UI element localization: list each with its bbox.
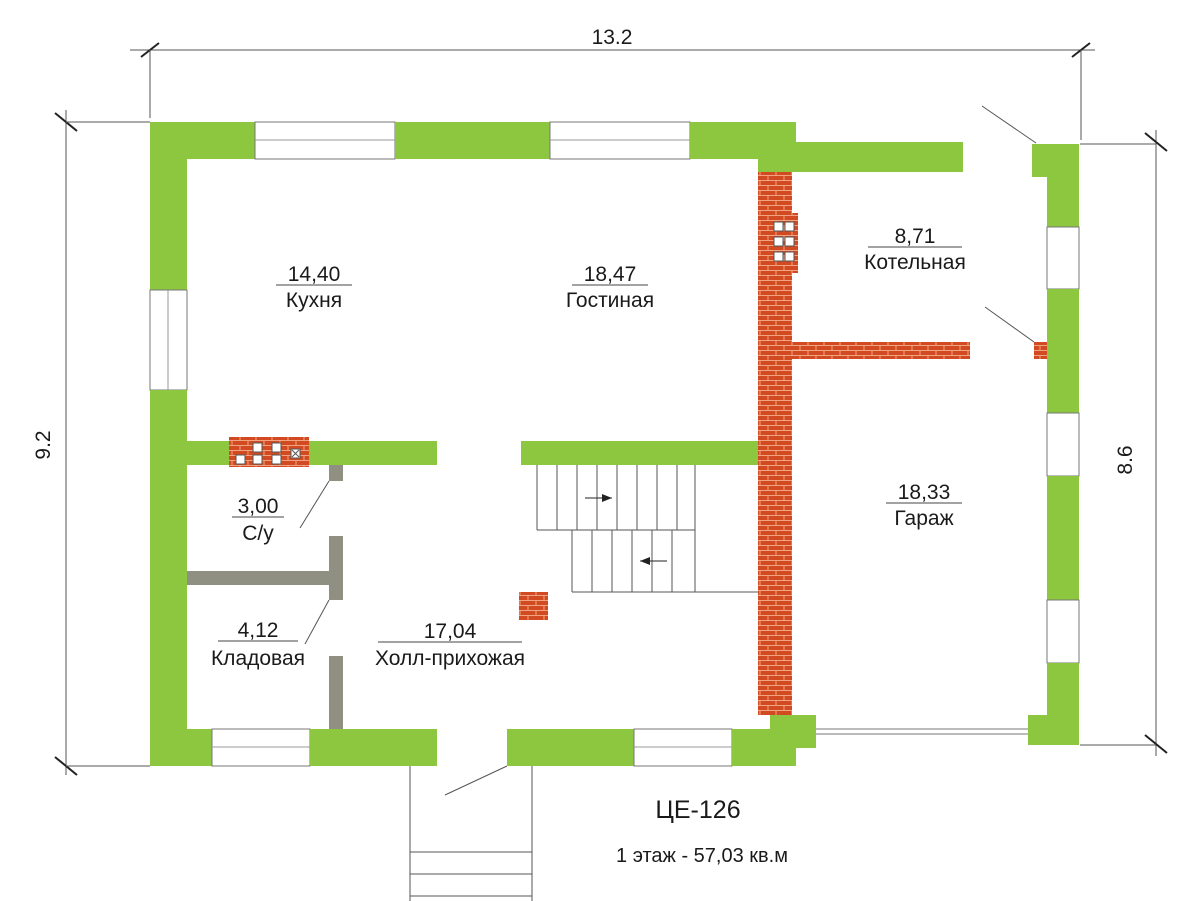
dimension-left: 9.2 (32, 110, 150, 776)
room-label-wc: 3,00 С/у (232, 495, 284, 545)
stair-arrow-left-icon (640, 557, 667, 565)
dimension-top: 13.2 (130, 26, 1095, 140)
garage-door (816, 728, 1028, 735)
wc-name: С/у (242, 522, 274, 545)
garage-area: 18,33 (898, 481, 951, 504)
room-label-boiler: 8,71 Котельная (864, 225, 966, 274)
dimension-right: 8.6 (1080, 130, 1168, 756)
room-label-garage: 18,33 Гараж (886, 481, 962, 530)
kitchen-stove-icon (235, 442, 301, 465)
storage-area: 4,12 (238, 619, 279, 642)
boiler-name: Котельная (864, 251, 966, 274)
living-area: 18,47 (584, 263, 637, 286)
partitions (187, 465, 343, 729)
wc-area: 3,00 (238, 495, 279, 518)
floor-area-caption: 1 этаж - 57,03 кв.м (616, 845, 788, 867)
room-label-hall: 17,04 Холл-прихожая (375, 620, 525, 670)
kitchen-area: 14,40 (288, 263, 341, 286)
room-label-living: 18,47 Гостиная (566, 263, 654, 312)
room-label-kitchen: 14,40 Кухня (276, 263, 352, 312)
hall-name: Холл-прихожая (375, 647, 525, 670)
staircase (536, 465, 758, 593)
boiler-stove-icon (773, 221, 795, 262)
garage-name: Гараж (894, 507, 953, 530)
door-lines (299, 105, 1037, 796)
exterior-walls (149, 121, 1080, 767)
hall-area: 17,04 (424, 620, 477, 643)
entrance-steps (409, 766, 533, 901)
storage-name: Кладовая (211, 647, 305, 670)
room-label-storage: 4,12 Кладовая (211, 619, 305, 670)
living-name: Гостиная (566, 289, 654, 312)
project-code: ЦЕ-126 (655, 796, 740, 824)
height-right-dimension-label: 8.6 (1114, 445, 1137, 474)
width-dimension-label: 13.2 (592, 26, 633, 49)
kitchen-name: Кухня (286, 289, 342, 312)
stair-arrow-right-icon (585, 494, 612, 502)
boiler-area: 8,71 (895, 225, 936, 248)
height-left-dimension-label: 9.2 (32, 430, 55, 459)
